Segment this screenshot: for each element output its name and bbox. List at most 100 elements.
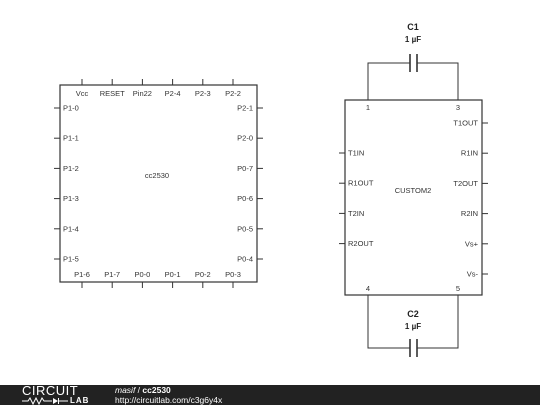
capacitor-c1[interactable] [367, 54, 459, 100]
cc2530-pin-p0-6[interactable]: P0-6 [237, 194, 263, 203]
pin-label: P1-3 [63, 194, 79, 203]
pin-label: T1IN [348, 149, 364, 158]
cc2530-pin-p2-3[interactable]: P2-3 [195, 79, 211, 98]
cc2530-label: cc2530 [145, 171, 169, 180]
pin-label: R1OUT [348, 179, 374, 188]
cc2530-right-pins: P2-1P2-0P0-7P0-6P0-5P0-4 [237, 104, 263, 264]
custom2-pin-vs[interactable]: Vs+ [465, 239, 488, 248]
pin-label: P0-0 [134, 270, 150, 279]
c1-wire-left [367, 62, 410, 100]
cc2530-pin-pin22[interactable]: Pin22 [133, 79, 152, 98]
c2-wire-right [417, 295, 459, 349]
pin-label: P2-0 [237, 134, 253, 143]
cc2530-pin-p1-3[interactable]: P1-3 [54, 194, 79, 203]
c2-ref: C2 [407, 309, 419, 319]
cc2530-bottom-pins: P1-6 P1-7 P0-0 P0-1 P0-2 P0-3 [74, 270, 241, 288]
circuit-title[interactable]: cc2530 [142, 385, 171, 395]
cc2530-pin-p0-1[interactable]: P0-1 [165, 270, 181, 288]
pin-label: R1IN [461, 149, 478, 158]
byline-separator: / [135, 385, 143, 395]
byline: masif / cc2530 [115, 385, 222, 396]
cc2530-pin-p1-5[interactable]: P1-5 [54, 255, 79, 264]
cc2530-pin-p0-3[interactable]: P0-3 [225, 270, 241, 288]
c1-wire-right [417, 62, 459, 100]
cc2530-pin-p0-4[interactable]: P0-4 [237, 255, 263, 264]
pin-label: 4 [366, 284, 370, 293]
cc2530-top-pins: Vcc RESET Pin22 P2-4 P2-3 P2-2 [76, 79, 241, 98]
custom2-pin-vs[interactable]: Vs- [467, 270, 488, 279]
cc2530-pin-p1-0[interactable]: P1-0 [54, 104, 79, 113]
custom2-pin-t2in[interactable]: T2IN [339, 209, 364, 218]
custom2-pin-t1out[interactable]: T1OUT [453, 119, 488, 128]
pin-label: P0-7 [237, 164, 253, 173]
pin-label: P2-4 [165, 89, 181, 98]
pin-label: P0-5 [237, 224, 253, 233]
pin-label: 5 [456, 284, 460, 293]
capacitor-c2[interactable] [367, 295, 459, 357]
cc2530-pin-p2-1[interactable]: P2-1 [237, 104, 263, 113]
cc2530-pin-p1-2[interactable]: P1-2 [54, 164, 79, 173]
custom2-pin-4[interactable]: 4 [366, 284, 370, 293]
cc2530-pin-p2-0[interactable]: P2-0 [237, 134, 263, 143]
cc2530-pin-p1-7[interactable]: P1-7 [104, 270, 120, 288]
custom2-body[interactable] [344, 99, 483, 296]
logo-wordmark-top: CIRCUIT [22, 383, 79, 398]
pin-label: Vs- [467, 270, 479, 279]
circuit-meta: masif / cc2530 http://circuitlab.com/c3g… [115, 385, 223, 405]
pin-label: P1-0 [63, 104, 79, 113]
circuit-url[interactable]: http://circuitlab.com/c3g6y4x [115, 394, 223, 405]
custom2-pin-r1out[interactable]: R1OUT [339, 179, 374, 188]
pin-label: T2IN [348, 209, 364, 218]
custom2-right-pins: T1OUT R1IN T2OUT R2IN Vs+ Vs- [453, 119, 488, 279]
pin-label: P1-4 [63, 224, 79, 233]
custom2-pin-r2out[interactable]: R2OUT [339, 239, 374, 248]
custom2-pin-r1in[interactable]: R1IN [461, 149, 488, 158]
circuitlab-logo[interactable]: CIRCUIT LAB [22, 383, 122, 405]
pin-label: P1-5 [63, 255, 79, 264]
pin-label: RESET [100, 89, 125, 98]
pin-label: R2IN [461, 209, 478, 218]
pin-label: P0-2 [195, 270, 211, 279]
pin-label: P0-4 [237, 255, 253, 264]
pin-label: P0-1 [165, 270, 181, 279]
pin-label: P1-1 [63, 134, 79, 143]
custom2-pin-5[interactable]: 5 [456, 284, 460, 293]
pin-label: P1-2 [63, 164, 79, 173]
pin-label: Pin22 [133, 89, 152, 98]
cc2530-pin-vcc[interactable]: Vcc [76, 79, 89, 98]
cc2530-pin-p2-2[interactable]: P2-2 [225, 79, 241, 98]
cc2530-pin-p1-1[interactable]: P1-1 [54, 134, 79, 143]
c1-ref: C1 [407, 22, 419, 32]
pin-label: Vcc [76, 89, 89, 98]
c2-wire-left [367, 295, 410, 349]
footer-bar: CIRCUIT LAB masif / cc2530 http://circui… [0, 383, 540, 405]
cc2530-pin-p0-7[interactable]: P0-7 [237, 164, 263, 173]
custom2-left-pins: T1IN R1OUT T2IN R2OUT [339, 149, 374, 248]
pin-label: P2-2 [225, 89, 241, 98]
cc2530-left-pins: P1-0P1-1P1-2P1-3P1-4P1-5 [54, 104, 79, 264]
pin-label: P1-7 [104, 270, 120, 279]
pin-label: P2-3 [195, 89, 211, 98]
cc2530-pin-p0-5[interactable]: P0-5 [237, 224, 263, 233]
cc2530-pin-p1-4[interactable]: P1-4 [54, 224, 79, 233]
pin-label: T2OUT [453, 179, 478, 188]
cc2530-pin-p1-6[interactable]: P1-6 [74, 270, 90, 288]
custom2-pin-t1in[interactable]: T1IN [339, 149, 364, 158]
cc2530-pin-p0-2[interactable]: P0-2 [195, 270, 211, 288]
cc2530-body[interactable] [59, 84, 258, 283]
custom2-label: CUSTOM2 [395, 186, 432, 195]
author-name[interactable]: masif [115, 385, 136, 395]
pin-label: Vs+ [465, 239, 479, 248]
cc2530-pin-reset[interactable]: RESET [100, 79, 125, 98]
custom2-pin-t2out[interactable]: T2OUT [453, 179, 488, 188]
custom2-pin-1[interactable]: 1 [366, 103, 370, 112]
custom2-pin-r2in[interactable]: R2IN [461, 209, 488, 218]
cc2530-pin-p0-0[interactable]: P0-0 [134, 270, 150, 288]
pin-label: P1-6 [74, 270, 90, 279]
custom2-pin-3[interactable]: 3 [456, 103, 460, 112]
c2-value: 1 µF [405, 322, 421, 331]
c1-value: 1 µF [405, 35, 421, 44]
cc2530-pin-p2-4[interactable]: P2-4 [165, 79, 181, 98]
